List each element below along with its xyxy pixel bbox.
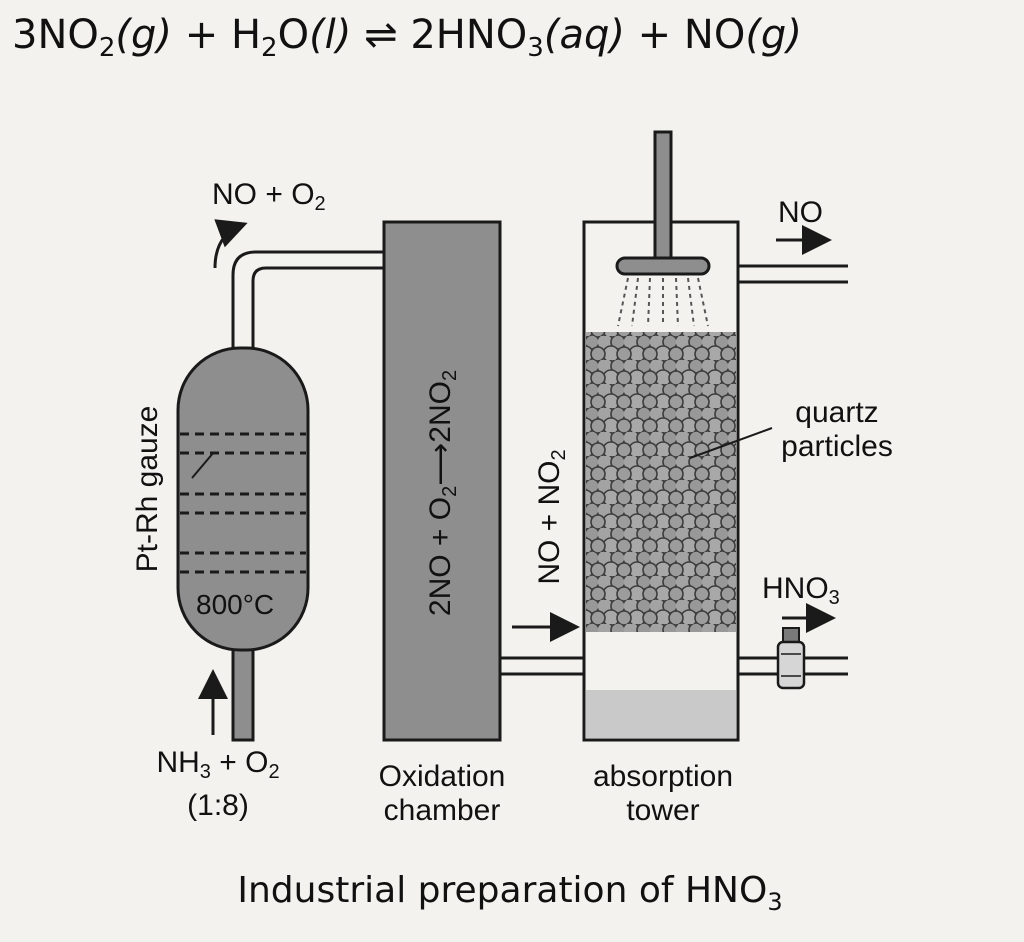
exhaust-label: NO [778,196,823,229]
oxidation-chamber [382,220,502,742]
packing-label: quartz particles [781,396,893,463]
feed-pipe [231,638,255,742]
reactor-outlet-label: NO + O2 [212,178,326,215]
water-spray [617,277,709,327]
chemical-equation: 3NO2(g) + H2O(l) ⇌ 2HNO3(aq) + NO(g) [12,12,802,63]
transfer-pipe [498,656,586,676]
reactor-outlet-pipe [231,250,388,362]
gauze-pointer [191,451,215,479]
outlet-curved-arrow [213,219,248,269]
feed-label: NH3 + O2 (1:8) [148,746,288,823]
quartz-packing [586,332,736,632]
product-label: HNO3 [762,572,840,609]
spray-head [615,256,711,276]
figure-caption: Industrial preparation of HNO3 [237,870,783,916]
eq-term-no2: 3NO [12,12,99,58]
converter-vessel [176,346,310,652]
absorption-tower-label: absorption tower [592,760,734,827]
water-inlet-pipe [653,130,673,262]
transfer-gas-label: NO + NO2 [533,449,570,585]
product-valve [776,627,806,690]
pt-rh-gauze-layers [180,432,306,574]
feed-ratio: (1:8) [187,789,249,822]
oxidation-chamber-label: Oxidation chamber [378,760,506,827]
oxidation-reaction-label: 2NO + O2⟶2NO2 [424,369,461,617]
equilibrium-arrow: ⇌ [351,12,411,58]
gauze-label: Pt-Rh gauze [131,405,164,573]
temperature-label: 800°C [196,589,275,620]
collected-acid [586,690,736,738]
quartz-pointer [689,427,773,459]
